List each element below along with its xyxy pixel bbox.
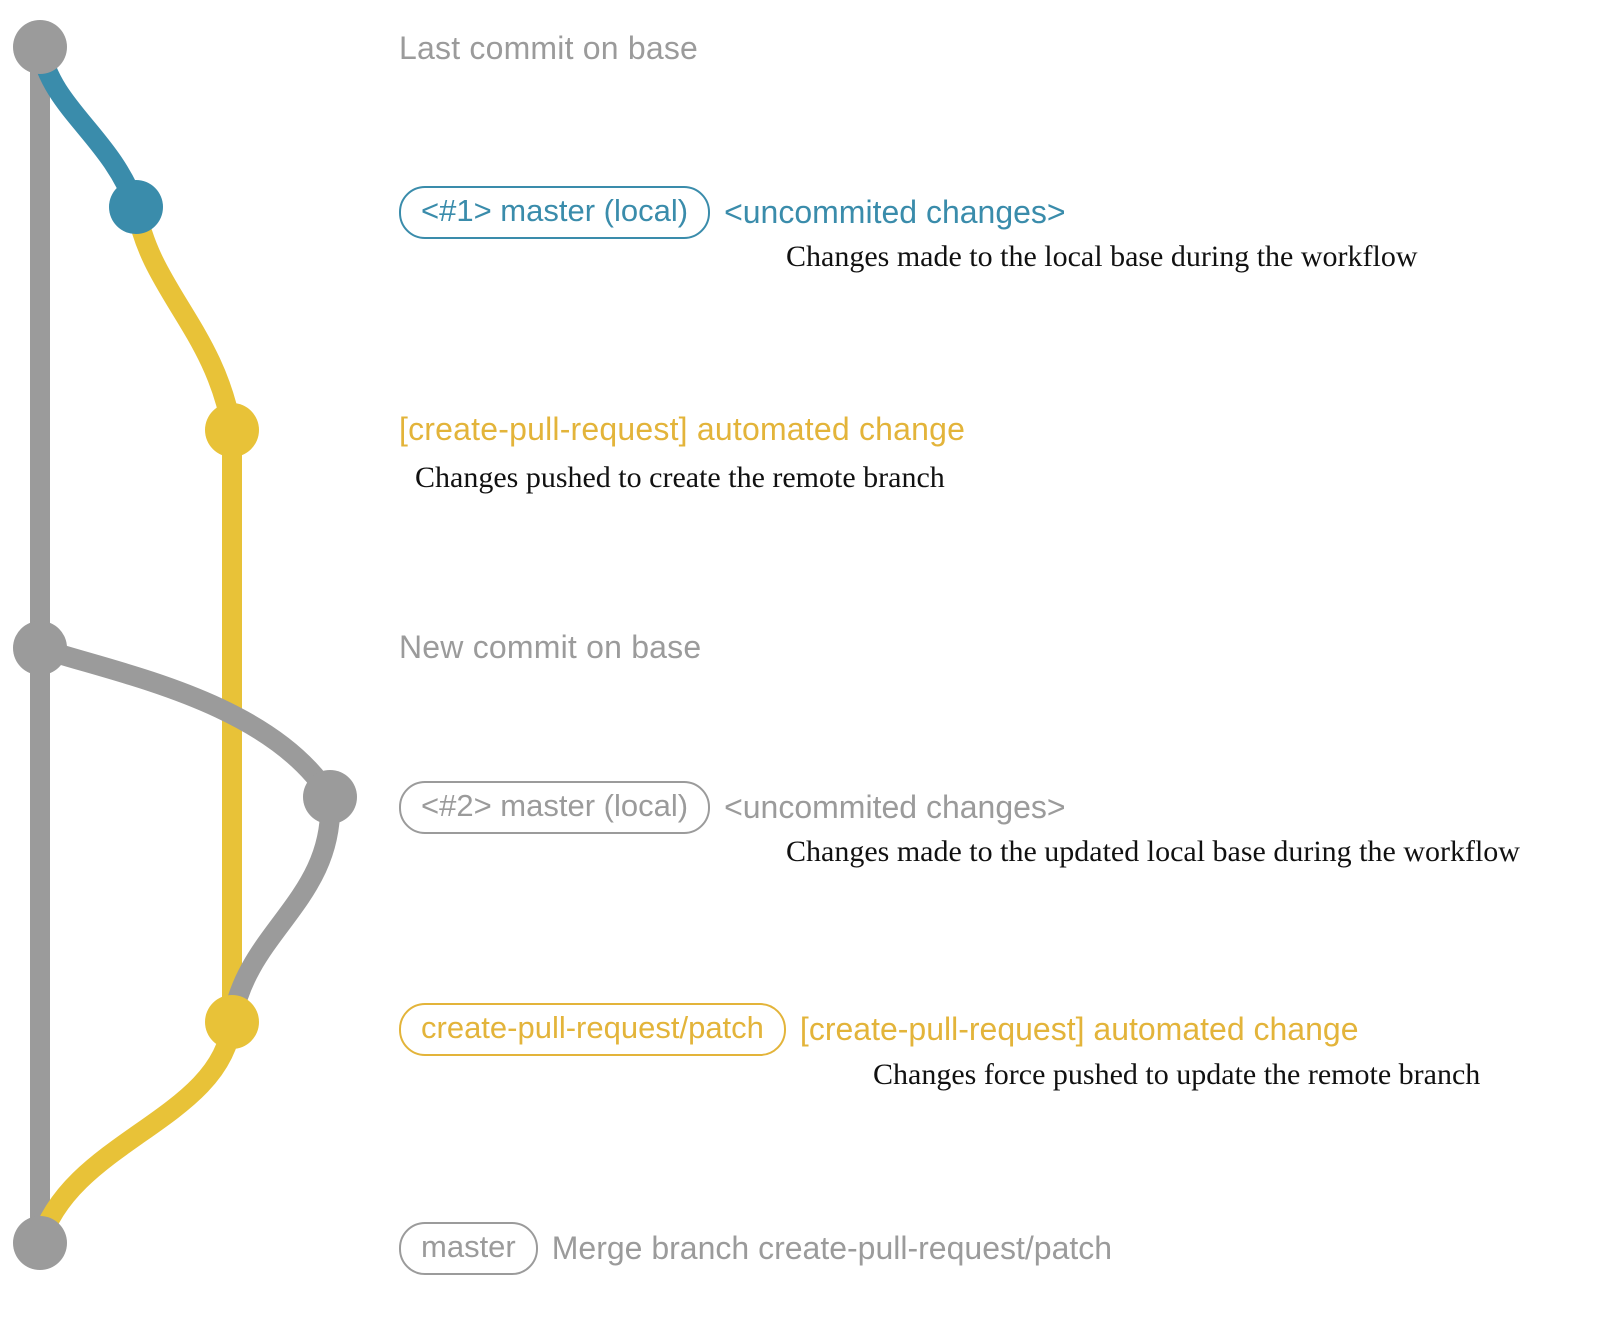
commit-note-automated-change-1: Changes pushed to create the remote bran… xyxy=(415,461,945,494)
node-last-commit-on-base[interactable] xyxy=(13,20,67,74)
branch-badge-create-pull-request-patch[interactable]: create-pull-request/patch xyxy=(399,1003,786,1056)
commit-note-local-1: Changes made to the local base during th… xyxy=(786,240,1418,273)
commit-message-local-2: <uncommited changes> xyxy=(724,788,1066,825)
commit-message-merge: Merge branch create-pull-request/patch xyxy=(551,1229,1113,1266)
branch-badge-local-2[interactable]: <#2> master (local) xyxy=(399,781,711,834)
entry-local-2: <#2> master (local) <uncommited changes> xyxy=(399,781,1066,834)
entry-automated-change-1: [create-pull-request] automated change xyxy=(399,411,965,448)
force-push-line xyxy=(222,787,341,1032)
entry-new-commit-on-base: New commit on base xyxy=(399,629,701,666)
branch-badge-master[interactable]: master xyxy=(399,1222,538,1275)
entry-last-commit-on-base: Last commit on base xyxy=(399,30,698,67)
local-branch-line xyxy=(30,37,146,217)
entry-merge: master Merge branch create-pull-request/… xyxy=(399,1222,1112,1275)
commit-message-local-1: <uncommited changes> xyxy=(724,193,1066,230)
node-merge[interactable] xyxy=(13,1216,67,1270)
commit-message-automated-change-1: [create-pull-request] automated change xyxy=(399,411,966,447)
commit-message-last-commit-on-base: Last commit on base xyxy=(399,30,699,66)
commit-note-automated-change-2: Changes force pushed to update the remot… xyxy=(873,1058,1481,1091)
node-automated-change-2[interactable] xyxy=(205,995,259,1049)
node-automated-change-1[interactable] xyxy=(205,403,259,457)
patch-branch-line-upper xyxy=(126,197,242,440)
commit-note-local-2: Changes made to the updated local base d… xyxy=(786,835,1520,868)
node-local-1[interactable] xyxy=(109,180,163,234)
entry-automated-change-2: create-pull-request/patch [create-pull-r… xyxy=(399,1003,1358,1056)
merge-line xyxy=(30,1012,242,1253)
commit-message-automated-change-2: [create-pull-request] automated change xyxy=(799,1010,1359,1047)
node-local-2[interactable] xyxy=(303,770,357,824)
node-new-commit-on-base[interactable] xyxy=(13,621,67,675)
entry-local-1: <#1> master (local) <uncommited changes> xyxy=(399,186,1066,239)
updated-local-branch-line xyxy=(30,638,340,807)
commit-message-new-commit-on-base: New commit on base xyxy=(399,629,702,665)
commit-graph xyxy=(13,20,357,1270)
branch-badge-local-1[interactable]: <#1> master (local) xyxy=(399,186,711,239)
